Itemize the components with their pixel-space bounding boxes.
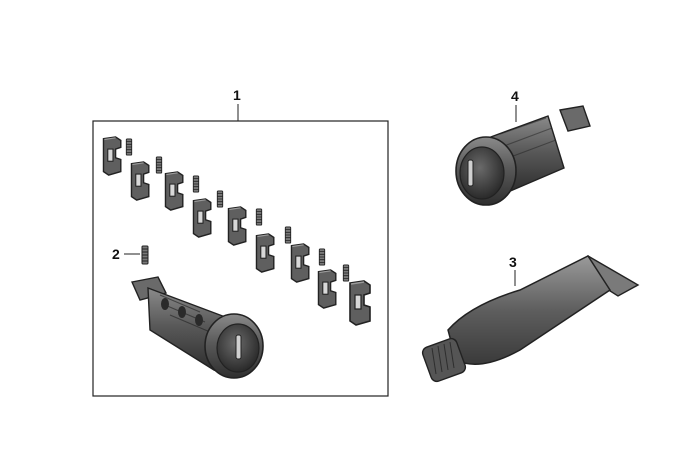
callout-3: 3	[509, 254, 517, 270]
spring-icon	[284, 226, 292, 244]
wafer-tumbler-icon	[192, 198, 212, 238]
spring-icon	[141, 245, 149, 265]
wafer-tumbler-icon	[290, 243, 310, 283]
kit-frame	[92, 120, 389, 397]
lock-cylinder-icon	[455, 105, 591, 206]
wafer-tumbler-icon	[317, 269, 337, 309]
callout-2: 2	[112, 246, 120, 262]
spring-icon	[342, 264, 350, 282]
spring-icon	[125, 138, 133, 156]
wafer-tumbler-icon	[102, 136, 122, 176]
wafer-tumbler-icon	[164, 171, 184, 211]
callout-4: 4	[511, 88, 519, 104]
wafer-tumbler-icon	[255, 233, 275, 273]
wafer-tumbler-icon	[227, 206, 247, 246]
lock-cylinder-icon	[131, 276, 264, 379]
spring-icon	[318, 248, 326, 266]
wafer-tumbler-icon	[348, 279, 372, 327]
wafer-tumbler-icon	[130, 161, 150, 201]
spring-icon	[155, 156, 163, 174]
grease-tube-icon	[421, 255, 640, 383]
spring-icon	[255, 208, 263, 226]
spring-icon	[192, 175, 200, 193]
spring-icon	[216, 190, 224, 208]
callout-1: 1	[233, 87, 241, 103]
